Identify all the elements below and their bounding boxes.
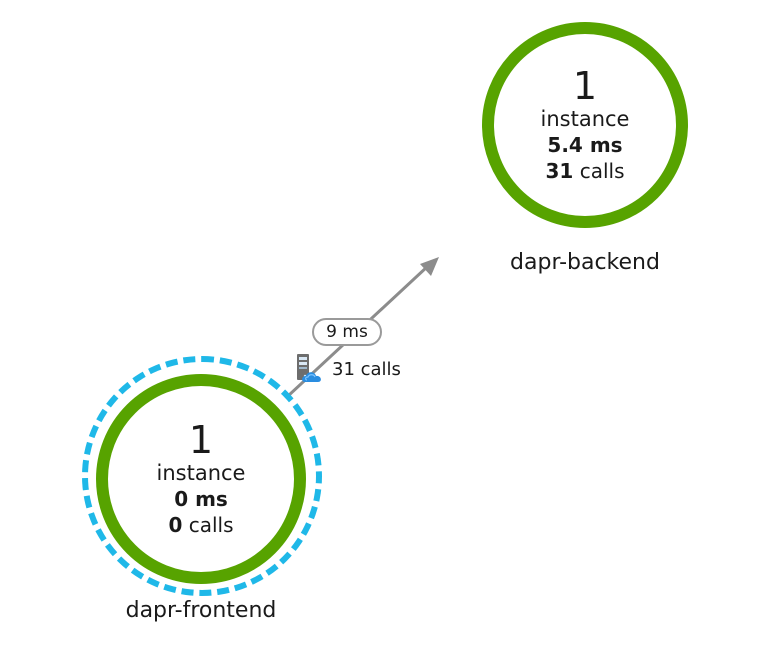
calls-count: 31 [545, 159, 574, 183]
node-dapr-backend-content: 1 instance 5.4 ms 31 calls [494, 34, 676, 216]
node-name-dapr-backend[interactable]: dapr-backend [510, 250, 660, 275]
instance-label: instance [156, 461, 246, 485]
node-dapr-backend[interactable]: 1 instance 5.4 ms 31 calls [482, 22, 688, 228]
server-cloud-icon[interactable] [292, 352, 328, 388]
edge-latency-badge[interactable]: 9 ms [312, 318, 382, 346]
edge-calls-label: 31 calls [332, 359, 401, 380]
duration-value: 0 ms [174, 487, 228, 511]
edge-arrowhead [420, 257, 439, 276]
instance-count: 1 [188, 418, 214, 462]
calls-line: 0 calls [168, 512, 233, 538]
calls-count: 0 [168, 513, 183, 537]
instance-count: 1 [572, 64, 598, 108]
calls-label: calls [188, 513, 234, 537]
node-name-dapr-frontend[interactable]: dapr-frontend [125, 598, 277, 623]
instance-label: instance [540, 107, 630, 131]
node-dapr-frontend[interactable]: 1 instance 0 ms 0 calls [96, 374, 306, 584]
node-dapr-frontend-content: 1 instance 0 ms 0 calls [108, 386, 294, 572]
selection-ring [82, 356, 322, 596]
calls-line: 31 calls [546, 158, 625, 184]
calls-label: calls [579, 159, 625, 183]
duration-value: 5.4 ms [547, 133, 623, 157]
